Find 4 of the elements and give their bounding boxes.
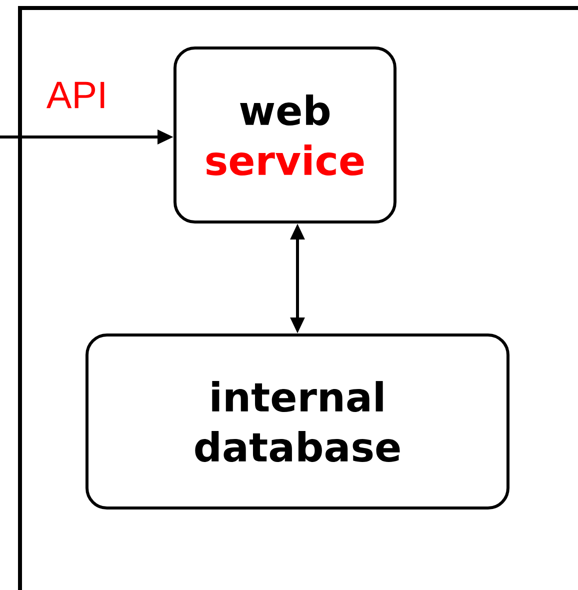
system-frame <box>18 6 578 590</box>
edge-label: API <box>46 82 104 108</box>
database-box: internal database <box>86 334 510 510</box>
process-box: web service <box>174 46 396 224</box>
